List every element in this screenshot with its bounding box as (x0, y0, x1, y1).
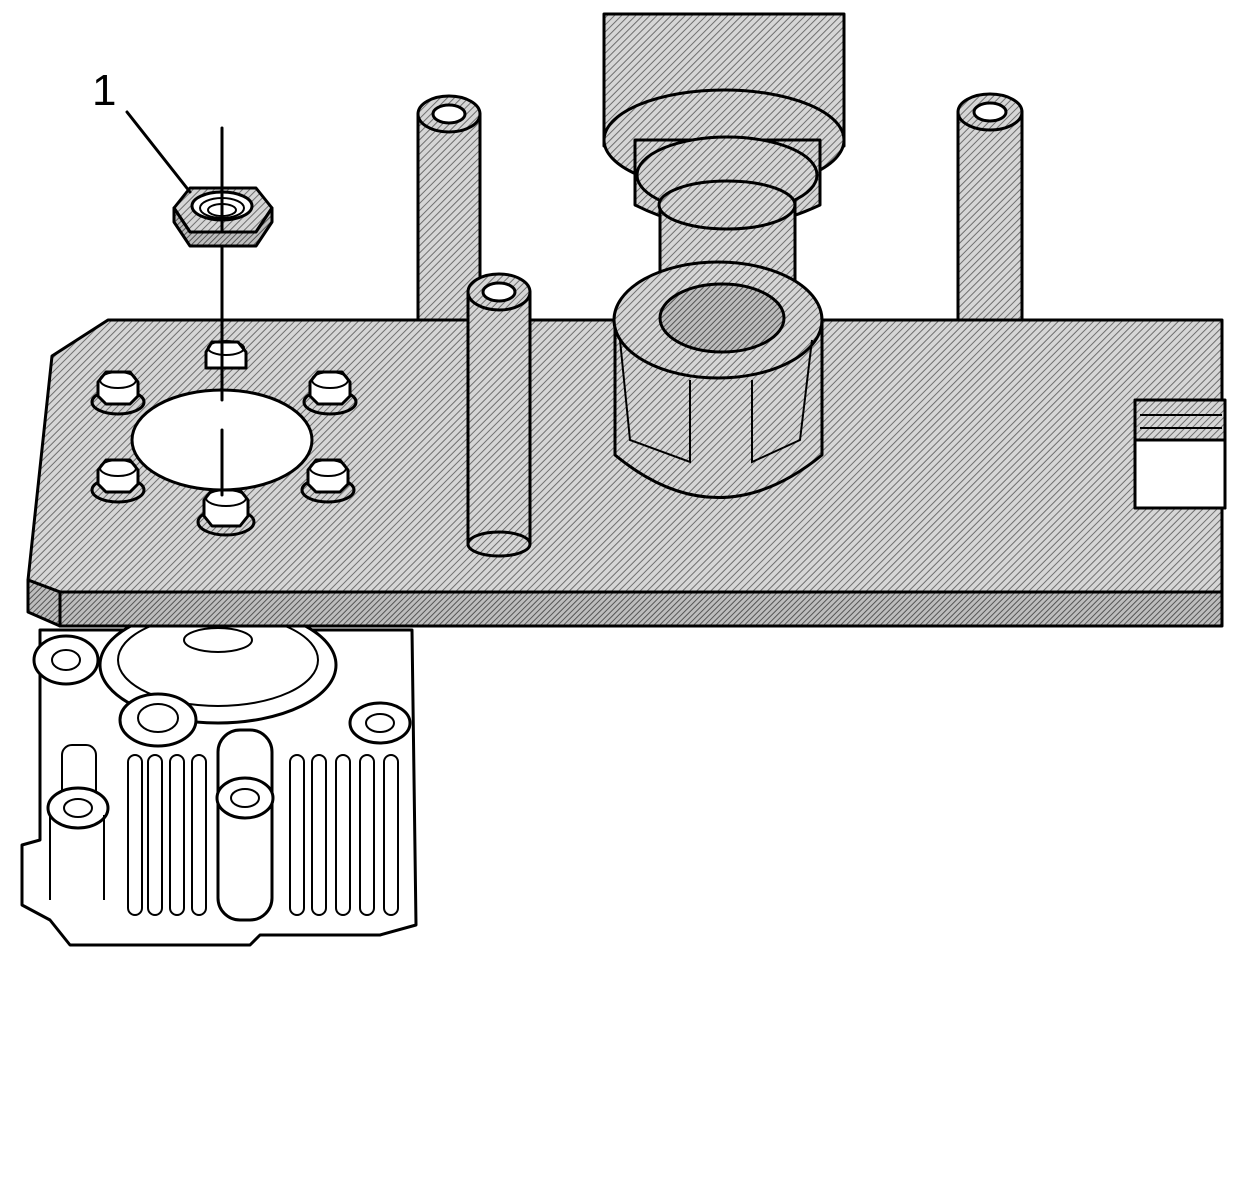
callout-number: 1 (92, 66, 116, 115)
callout-1: 1 (92, 66, 192, 194)
cooling-fins-right (289, 754, 399, 916)
transfer-case-housing (20, 605, 418, 947)
bolt (204, 340, 248, 370)
bolt (302, 370, 358, 416)
bolt (196, 488, 256, 537)
nut (172, 186, 274, 248)
socket-adapter (612, 260, 824, 499)
mounting-bolts (90, 340, 358, 537)
bolt (300, 458, 356, 504)
guide-post-front (466, 272, 532, 558)
cooling-fins-left (61, 744, 207, 916)
bolt (90, 370, 146, 416)
press-ram (602, 12, 846, 297)
bolt (90, 458, 146, 504)
